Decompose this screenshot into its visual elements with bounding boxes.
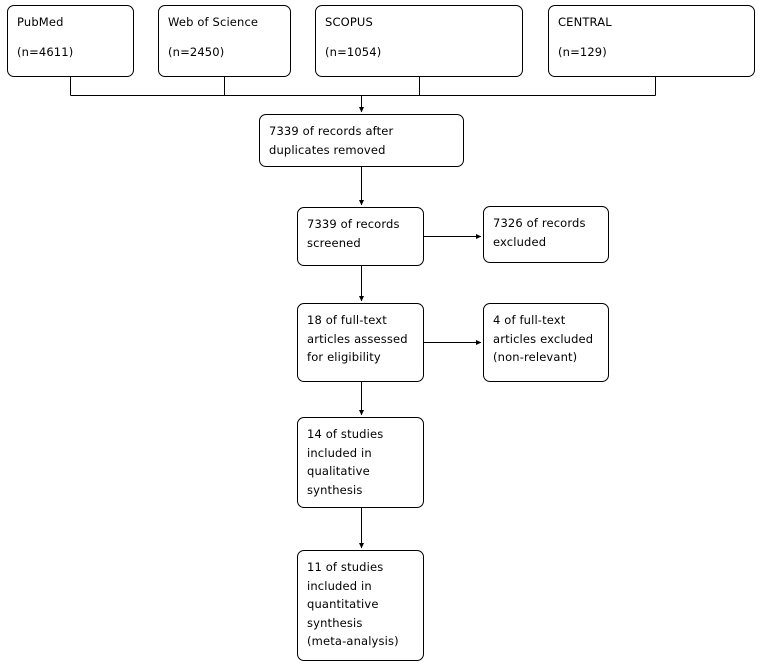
source-name-scopus: SCOPUS	[325, 15, 373, 29]
source-box-web-of-science[interactable]: Web of Science (n=2450)	[158, 5, 291, 77]
quantitative-line-4: synthesis	[307, 615, 363, 630]
stage-box-fulltext-assessed[interactable]: 18 of full-text articles assessed for el…	[297, 303, 424, 382]
exclusion-box-records-excluded[interactable]: 7326 of records excluded	[483, 206, 609, 263]
source-name-central: CENTRAL	[558, 15, 612, 29]
duplicates-line-2: duplicates removed	[269, 142, 386, 157]
source-box-central[interactable]: CENTRAL (n=129)	[548, 5, 755, 77]
quantitative-line-3: quantitative	[307, 597, 379, 611]
stage-box-qualitative-synthesis[interactable]: 14 of studies included in qualitative sy…	[297, 417, 424, 508]
exclusion-box-fulltext-excluded[interactable]: 4 of full-text articles excluded (non-re…	[483, 303, 609, 382]
excluded-fulltext-line-2: articles excluded	[493, 331, 594, 346]
eligibility-line-1: 18 of full-text	[307, 313, 387, 327]
duplicates-line-1: 7339 of records after	[269, 124, 394, 138]
eligibility-line-2: articles assessed	[307, 331, 408, 346]
excluded-records-line-2: excluded	[493, 234, 547, 249]
eligibility-line-3: for eligibility	[307, 350, 381, 364]
excluded-fulltext-line-3: (non-relevant)	[493, 350, 578, 364]
source-count-pubmed: (n=4611)	[17, 44, 74, 59]
stage-box-duplicates-removed[interactable]: 7339 of records after duplicates removed	[259, 114, 464, 167]
qualitative-line-1: 14 of studies	[307, 427, 384, 441]
screened-line-2: screened	[307, 235, 361, 250]
qualitative-line-2: included in	[307, 445, 372, 460]
screened-line-1: 7339 of records	[307, 217, 400, 231]
source-name-web-of-science: Web of Science	[168, 15, 259, 29]
source-count-central: (n=129)	[558, 44, 607, 59]
qualitative-line-4: synthesis	[307, 482, 363, 497]
quantitative-line-1: 11 of studies	[307, 560, 384, 574]
stage-box-quantitative-synthesis[interactable]: 11 of studies included in quantitative s…	[297, 550, 424, 661]
source-box-scopus[interactable]: SCOPUS (n=1054)	[315, 5, 523, 77]
quantitative-line-2: included in	[307, 578, 372, 593]
source-name-pubmed: PubMed	[17, 15, 64, 29]
source-count-web-of-science: (n=2450)	[168, 44, 225, 59]
qualitative-line-3: qualitative	[307, 464, 370, 478]
source-box-pubmed[interactable]: PubMed (n=4611)	[7, 5, 134, 77]
stage-box-records-screened[interactable]: 7339 of records screened	[297, 207, 424, 266]
excluded-records-line-1: 7326 of records	[493, 216, 586, 230]
excluded-fulltext-line-1: 4 of full-text	[493, 313, 566, 327]
source-count-scopus: (n=1054)	[325, 44, 382, 59]
quantitative-line-5: (meta-analysis)	[307, 634, 399, 648]
